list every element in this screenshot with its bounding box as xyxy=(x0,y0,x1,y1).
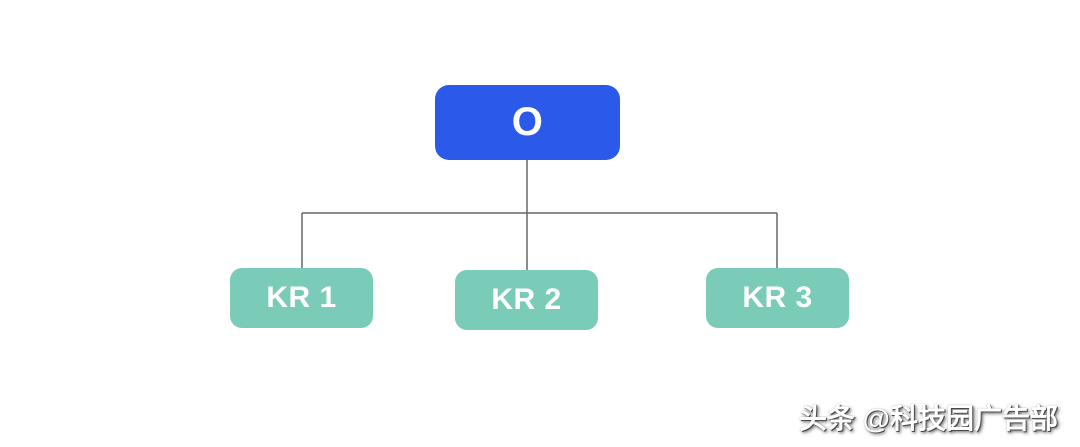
watermark-text: 头条 @科技园广告部 xyxy=(798,403,1058,434)
node-kr3-label: KR 3 xyxy=(742,281,813,314)
node-objective-label: O xyxy=(511,100,544,144)
node-kr1-label: KR 1 xyxy=(266,281,337,314)
node-kr2-label: KR 2 xyxy=(491,283,562,316)
node-objective: O xyxy=(435,85,620,160)
node-kr2: KR 2 xyxy=(455,270,598,330)
node-kr1: KR 1 xyxy=(230,268,373,328)
node-kr3: KR 3 xyxy=(706,268,849,328)
